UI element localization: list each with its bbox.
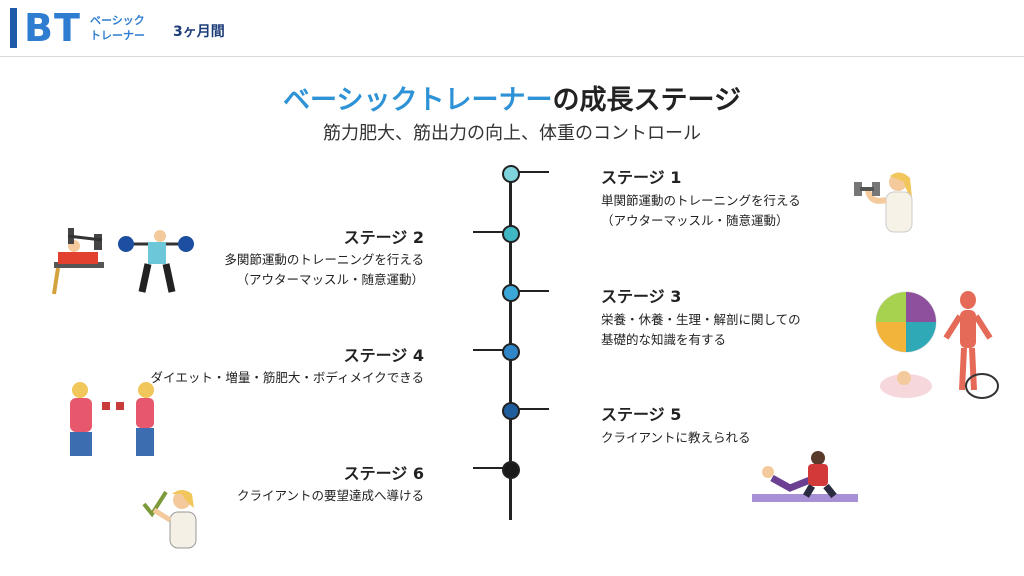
stage-4-tick [473, 349, 511, 351]
logo-bar [10, 8, 17, 48]
logo: BT [24, 6, 81, 50]
stage-3-tick [511, 290, 549, 292]
stage-5-label: ステージ 5 [601, 405, 682, 424]
stage-2-label: ステージ 2 [343, 228, 424, 247]
stage-4-node [502, 343, 520, 361]
stage-6-tick [473, 467, 511, 469]
nutrition-anatomy-illustration [875, 291, 999, 399]
stage-3-node [502, 284, 520, 302]
stage-5-tick [511, 408, 549, 410]
stage-4-label: ステージ 4 [343, 346, 424, 365]
stage-2-node [502, 225, 520, 243]
trainer-client-illustration [752, 451, 858, 502]
dumbbell-curl-illustration [854, 172, 913, 233]
stage-1-node [502, 165, 520, 183]
stage-1-tick [511, 171, 549, 173]
logo-subtitle: ベーシック トレーナー [90, 14, 145, 42]
stage-5-desc: クライアントに教えられる [601, 430, 751, 445]
stage-1-desc: 単関節運動のトレーニングを行える （アウターマッスル・随意運動） [601, 193, 801, 228]
stage-5-node [502, 402, 520, 420]
stage-3-label: ステージ 3 [601, 287, 682, 306]
stage-6-node [502, 461, 520, 479]
page-subtitle: 筋力肥大、筋出力の向上、体重のコントロール [323, 123, 701, 144]
stage-6-desc: クライアントの要望達成へ導ける [236, 488, 424, 503]
stage-2-desc: 多関節運動のトレーニングを行える （アウターマッスル・随意運動） [224, 252, 424, 287]
duration-label: 3ヶ月間 [173, 24, 225, 40]
stage-2-tick [473, 231, 511, 233]
page-title: ベーシックトレーナーの成長ステージ [283, 85, 741, 116]
stage-6-label: ステージ 6 [343, 464, 424, 483]
header: BT ベーシック トレーナー 3ヶ月間 [0, 0, 1024, 57]
body-make-illustration [70, 382, 154, 456]
goal-achievement-illustration [142, 490, 197, 549]
stage-1-label: ステージ 1 [601, 168, 682, 187]
stage-3-desc: 栄養・休養・生理・解剖に関しての 基礎的な知識を有する [601, 312, 801, 347]
stage-4-desc: ダイエット・増量・筋肥大・ボディメイクできる [150, 370, 424, 385]
compound-lifts-illustration [52, 228, 194, 295]
